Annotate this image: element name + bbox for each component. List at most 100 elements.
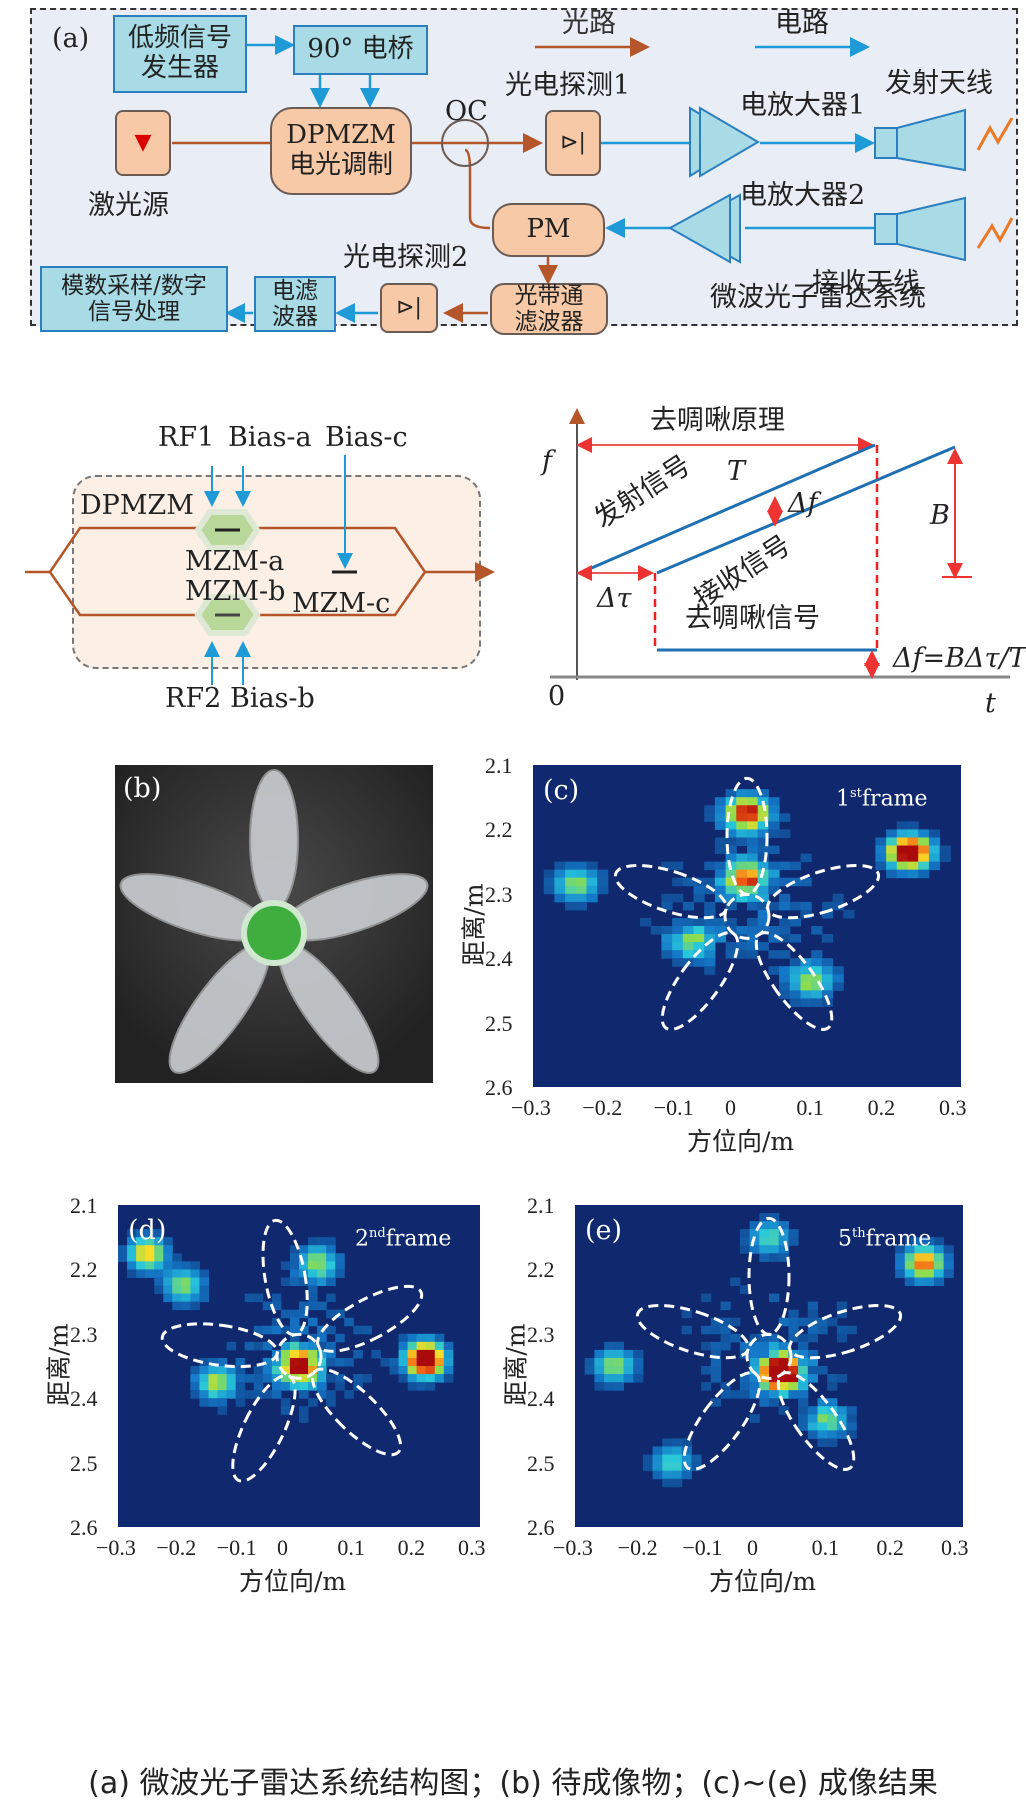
heatmap-cell bbox=[778, 1390, 789, 1399]
heatmap-cell bbox=[604, 1374, 615, 1383]
heatmap-cell bbox=[896, 821, 908, 830]
heatmap-cell bbox=[759, 1341, 770, 1351]
heatmap-cell bbox=[299, 1261, 309, 1270]
flower-outline bbox=[613, 776, 881, 1031]
heatmap-cell bbox=[262, 1357, 273, 1367]
heatmap-cell bbox=[747, 869, 759, 879]
heatmap-cell bbox=[672, 1478, 683, 1488]
period-label: T bbox=[727, 456, 746, 487]
heatmap-cell bbox=[326, 1374, 336, 1383]
heatmap-cell bbox=[747, 797, 759, 806]
heatmap-cell bbox=[145, 1237, 155, 1246]
heatmap-cell bbox=[289, 1366, 300, 1375]
heatmap-cell bbox=[163, 1285, 173, 1295]
heatmap-cell bbox=[924, 1269, 935, 1278]
mzm-a-label: MZM-a bbox=[185, 546, 285, 577]
heatmap-cell bbox=[199, 1357, 209, 1367]
heatmap-cell bbox=[769, 1374, 780, 1383]
heatmap-cell bbox=[907, 853, 919, 863]
heatmap-cell bbox=[725, 837, 737, 846]
heatmap-cell bbox=[235, 1366, 246, 1375]
heatmap-cell bbox=[836, 1325, 848, 1335]
electrical-filter-box: 电滤波器 bbox=[254, 276, 336, 332]
heatmap-cell bbox=[714, 821, 727, 830]
heatmap-cell bbox=[769, 1293, 780, 1303]
heatmap-cell bbox=[788, 1325, 799, 1335]
heatmap-cell bbox=[682, 942, 694, 951]
heatmap-cell bbox=[640, 917, 652, 927]
heatmap-cell bbox=[398, 1349, 409, 1359]
heatmap-cell bbox=[788, 1317, 799, 1327]
bias-a-label: Bias-a bbox=[228, 422, 312, 453]
heatmap-cell bbox=[308, 1237, 318, 1246]
heatmap-cell bbox=[924, 1253, 935, 1262]
heatmap-cell bbox=[208, 1382, 219, 1391]
heatmap-cell bbox=[759, 1221, 770, 1230]
heatmap-cell bbox=[604, 1357, 615, 1367]
heatmap-cell bbox=[672, 877, 684, 887]
heatmap-cell bbox=[271, 1317, 282, 1327]
rx-antenna-label: 接收天线 bbox=[812, 268, 920, 299]
heatmap-cell bbox=[788, 1357, 799, 1367]
amp1-label: 电放大器1 bbox=[740, 90, 866, 121]
heatmap-cell bbox=[933, 1245, 945, 1254]
heatmap-cell bbox=[918, 869, 930, 879]
heatmap-cell bbox=[757, 813, 769, 822]
heatmap-cell bbox=[280, 1309, 291, 1319]
heatmap-cell bbox=[736, 813, 748, 822]
heatmap-cell bbox=[262, 1325, 273, 1335]
tx-antenna-label: 发射天线 bbox=[885, 68, 993, 99]
heatmap-cell bbox=[896, 837, 908, 846]
heatmap-cell bbox=[725, 901, 737, 911]
heatmap-cell bbox=[768, 821, 780, 830]
heatmap-cell bbox=[199, 1285, 209, 1295]
heatmap-cell bbox=[190, 1277, 200, 1286]
heatmap-cell bbox=[798, 1422, 809, 1431]
heatmap-cell bbox=[907, 837, 919, 846]
heatmap-cell bbox=[662, 1462, 673, 1472]
heatmap-cell bbox=[768, 861, 780, 871]
heatmap-cell bbox=[299, 1309, 309, 1319]
heatmap-cell bbox=[768, 797, 780, 806]
heatmap-cell bbox=[907, 821, 919, 830]
heatmap-cell bbox=[710, 1325, 721, 1335]
heatmap-cell bbox=[800, 853, 812, 863]
heatmap-cell bbox=[701, 1293, 712, 1303]
heatmap-cell bbox=[172, 1269, 182, 1278]
heatmap-cell bbox=[672, 893, 684, 903]
heatmap-cell bbox=[299, 1414, 309, 1423]
heatmap-cell bbox=[710, 1349, 721, 1359]
heatmap-cell bbox=[145, 1229, 155, 1238]
heatmap-cell bbox=[914, 1277, 925, 1286]
frame-label: 1stframe bbox=[836, 786, 928, 812]
heatmap-cell bbox=[163, 1245, 173, 1254]
heatmap-cell bbox=[127, 1261, 137, 1270]
heatmap-cell bbox=[779, 926, 791, 935]
heatmap-cell bbox=[725, 853, 737, 863]
heatmap-cell bbox=[398, 1341, 409, 1351]
heatmap-cell bbox=[779, 901, 791, 911]
heatmap-cell bbox=[335, 1374, 345, 1383]
heatmap-cell bbox=[739, 1229, 751, 1238]
heatmap-cell bbox=[172, 1301, 182, 1311]
heatmap-cell bbox=[299, 1390, 309, 1399]
heatmap-cell bbox=[778, 1221, 789, 1230]
heatmap-cell bbox=[747, 877, 759, 887]
heatmap-cell bbox=[714, 805, 727, 814]
panel-label: (e) bbox=[585, 1215, 623, 1246]
rx-antenna-icon bbox=[874, 196, 966, 262]
heatmap-cell bbox=[827, 1422, 838, 1431]
heatmap-cell bbox=[789, 901, 801, 911]
heatmap-cell bbox=[217, 1374, 228, 1383]
heatmap-cell bbox=[190, 1261, 200, 1270]
heatmap-cell bbox=[768, 877, 780, 887]
heatmap-cell bbox=[308, 1245, 318, 1254]
heatmap-cell bbox=[759, 1229, 770, 1238]
heatmap-cell bbox=[896, 829, 908, 838]
heatmap-cell bbox=[308, 1293, 318, 1303]
heatmap-cell bbox=[701, 1382, 712, 1391]
heatmap-cell bbox=[308, 1253, 318, 1262]
heatmap-cell bbox=[326, 1293, 336, 1303]
heatmap-cell bbox=[928, 845, 941, 855]
heatmap-cell bbox=[661, 950, 673, 959]
